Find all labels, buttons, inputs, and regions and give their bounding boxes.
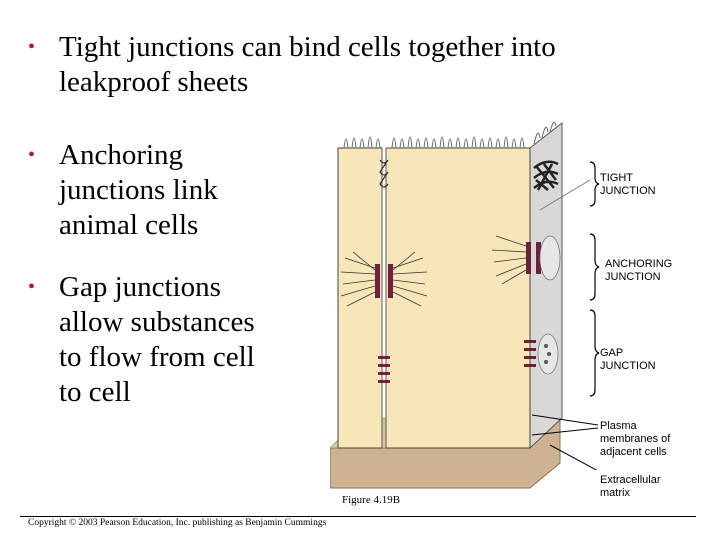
matrix-pointer xyxy=(549,444,598,470)
bullet-dot-icon: • xyxy=(28,276,36,298)
tight-bracket xyxy=(589,161,600,207)
footer-rule xyxy=(20,516,696,517)
label-brackets xyxy=(531,161,600,470)
bullet-line: animal cells xyxy=(59,209,199,241)
figure-caption: Figure 4.19B xyxy=(342,494,401,506)
gap-junction-front xyxy=(378,356,390,383)
bullet-line: Anchoring xyxy=(59,139,184,171)
anchoring-bracket xyxy=(589,233,600,301)
gap-junction-side xyxy=(524,333,559,375)
tight-pointer xyxy=(539,179,591,211)
cell-junction-diagram xyxy=(330,121,563,489)
bullet-line: to flow from cell xyxy=(59,341,255,373)
plasma-membrane xyxy=(381,148,387,448)
microvilli xyxy=(343,121,557,149)
anchoring-junction-front xyxy=(340,251,428,307)
bullet-dot-icon: • xyxy=(28,36,36,58)
bullet-line: to cell xyxy=(59,376,131,408)
bullet-line: Gap junctions xyxy=(59,271,221,303)
gap-bracket xyxy=(589,309,600,397)
right-cell xyxy=(385,147,531,449)
bullet-line: leakproof sheets xyxy=(59,66,249,98)
tight-junction-front xyxy=(379,159,389,188)
plasma-pointer-2 xyxy=(531,427,599,436)
bullet-line: allow substances xyxy=(59,306,255,338)
copyright-notice: Copyright © 2003 Pearson Education, Inc.… xyxy=(28,518,327,528)
anchoring-side-oval xyxy=(539,235,561,281)
bullet-line: junctions link xyxy=(59,174,218,206)
bullet-dot-icon: • xyxy=(28,144,36,166)
bullet-line: Tight junctions can bind cells together … xyxy=(59,31,556,63)
plasma-pointer xyxy=(531,414,599,426)
tight-junction-side xyxy=(533,160,559,191)
